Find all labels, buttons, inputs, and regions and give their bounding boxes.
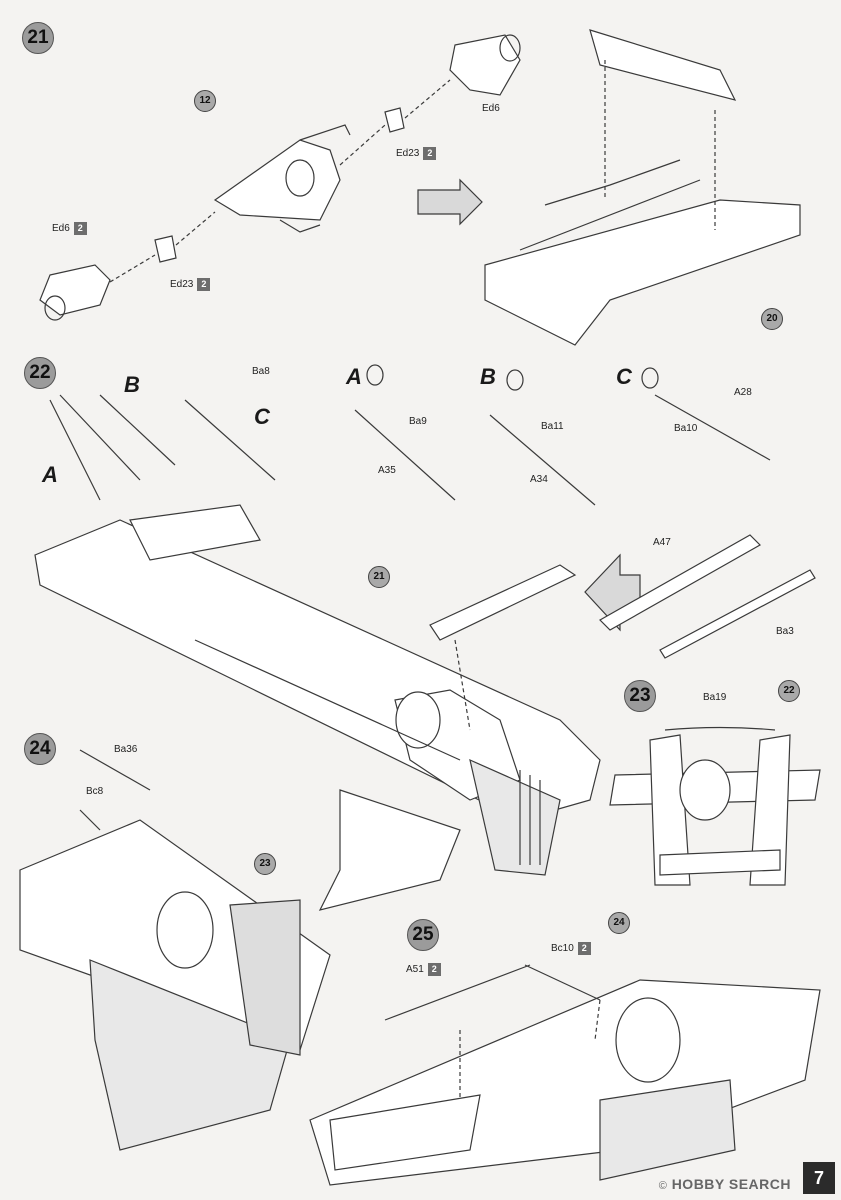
callout-24: 24: [608, 912, 630, 934]
part-label-ba3: Ba3: [776, 626, 794, 637]
part-label-a28: A28: [734, 387, 752, 398]
quantity-badge: 2: [73, 222, 87, 235]
step-number-22: 22: [24, 357, 56, 389]
callout-21: 21: [368, 566, 390, 588]
part-label-ba9: Ba9: [409, 416, 427, 427]
callout-22: 22: [778, 680, 800, 702]
step-number-21: 21: [22, 22, 54, 54]
quantity-badge: 2: [427, 963, 441, 976]
step-number-23: 23: [624, 680, 656, 712]
part-label-ed6-top: Ed6: [482, 103, 500, 114]
part-label-bc8: Bc8: [86, 786, 104, 797]
subassembly-label-c-mid: C: [616, 364, 632, 389]
subassembly-label-c-left: C: [254, 404, 270, 429]
subassembly-label-a-left: A: [42, 462, 58, 487]
part-label-ba8: Ba8: [252, 366, 270, 377]
callout-12: 12: [194, 90, 216, 112]
subassembly-label-a-mid: A: [346, 364, 362, 389]
part-label-a47: A47: [653, 537, 671, 548]
page-number: 7: [803, 1162, 835, 1194]
part-label-a34: A34: [530, 474, 548, 485]
step-number-24: 24: [24, 733, 56, 765]
part-label-ba10: Ba10: [674, 423, 698, 434]
part-label-ba11: Ba11: [541, 421, 564, 432]
quantity-badge: 2: [577, 942, 591, 955]
callout-23: 23: [254, 853, 276, 875]
callout-20: 20: [761, 308, 783, 330]
quantity-badge: 2: [423, 147, 437, 160]
part-label-ba19: Ba19: [703, 692, 727, 703]
part-label-ba36: Ba36: [114, 744, 138, 755]
watermark: © HOBBY SEARCH: [658, 1176, 791, 1192]
step-number-25: 25: [407, 919, 439, 951]
subassembly-label-b-left: B: [124, 372, 140, 397]
part-label-a35: A35: [378, 465, 396, 476]
quantity-badge: 2: [197, 278, 211, 291]
subassembly-label-b-mid: B: [480, 364, 496, 389]
